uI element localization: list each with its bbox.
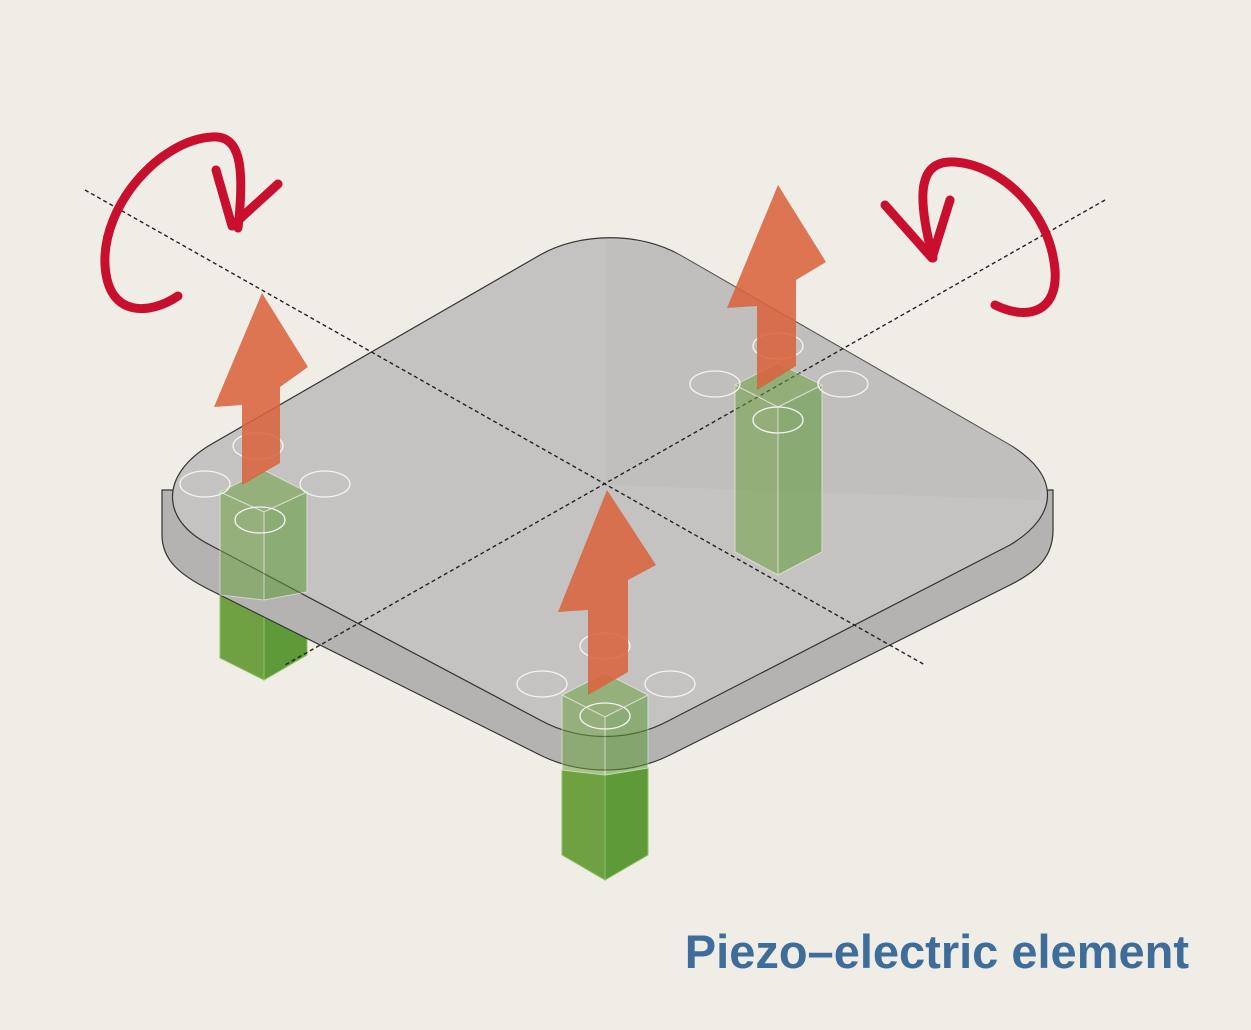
force-arrow-icon	[214, 293, 308, 485]
rotation-arrow-icon	[100, 132, 246, 314]
piezo-leg-left-side	[263, 491, 308, 601]
plate-top-shade	[605, 240, 1042, 500]
piezo-leg-front-lower-side	[604, 767, 649, 881]
rotation-arrow-head-left	[211, 165, 283, 231]
rotation-arrow-icon	[918, 157, 1060, 317]
force-arrow-icon	[727, 185, 826, 390]
force-arrow-icon	[558, 490, 656, 695]
mounting-holes	[179, 332, 869, 730]
piezo-legs-upper	[218, 362, 824, 776]
caption-piezo-electric-element: Piezo–electric element	[684, 925, 1189, 978]
axis-line-b	[284, 199, 1106, 666]
force-arrows	[214, 185, 826, 695]
piezo-leg-front-lower	[561, 769, 606, 881]
piezo-leg-right-side	[777, 384, 823, 576]
rotation-arrows	[100, 132, 1060, 317]
rotation-arrow-head-right	[880, 195, 955, 263]
piezo-leg-front-side	[604, 694, 649, 776]
rotation-axes	[84, 189, 1106, 666]
